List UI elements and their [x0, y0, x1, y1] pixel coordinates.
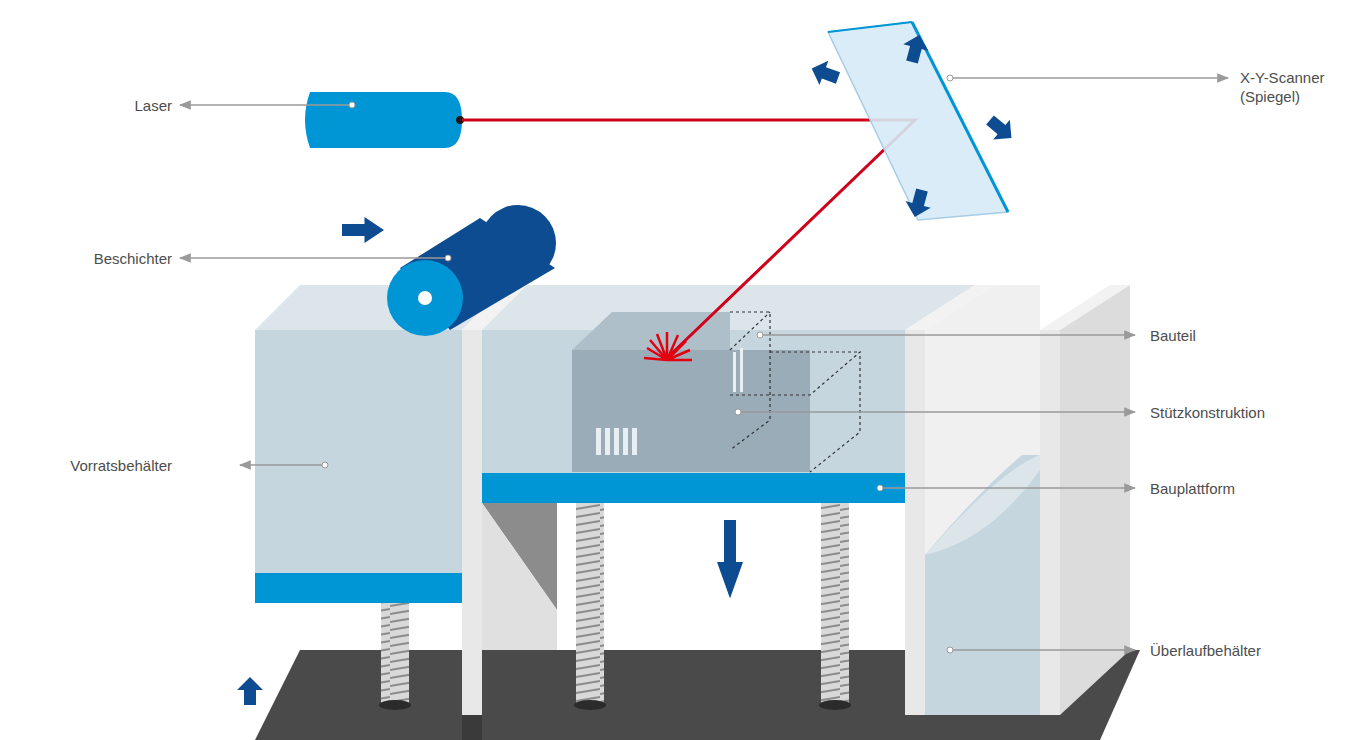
leader-dots: [322, 75, 953, 653]
outer-wall: [1040, 330, 1060, 715]
motion-arrow: [902, 187, 934, 221]
coater-roller: [387, 205, 556, 336]
scanner-mirror: [828, 22, 1008, 220]
part-label: X-Y-Scanner (Spiegel): [1240, 68, 1340, 106]
motion-arrow: [899, 32, 931, 66]
part-label: Bauplattform: [1150, 479, 1235, 498]
laser-source: [305, 92, 462, 148]
motion-arrow: [982, 110, 1020, 148]
part-label: Überlaufbehälter: [1150, 641, 1261, 660]
part-hidden-edges: [730, 312, 860, 472]
part-label: Stützkonstruktion: [1150, 403, 1265, 422]
screw-hole: [379, 700, 411, 710]
supply-screw: [381, 603, 409, 705]
overflow-wall: [905, 330, 925, 715]
build-screw: [821, 503, 849, 705]
leader-lines: [180, 78, 1228, 650]
motion-arrow: [717, 520, 743, 598]
overflow-powder: [925, 455, 1040, 715]
laser-spot: [644, 332, 692, 360]
build-platform: [482, 473, 905, 503]
mirror-edge: [828, 22, 912, 32]
overflow-powder-top: [925, 455, 1040, 555]
support-structure: [596, 348, 743, 455]
motion-arrow: [237, 677, 263, 705]
part-top: [572, 312, 730, 350]
supply-piston: [255, 573, 462, 603]
motion-arrow: [807, 56, 842, 90]
supply-powder: [255, 330, 462, 573]
divider-side: [482, 503, 557, 650]
part-label: Laser: [134, 96, 172, 115]
screw-hole: [819, 700, 851, 710]
motion-arrow: [342, 217, 384, 243]
part-label: Beschichter: [94, 249, 172, 268]
build-screw: [576, 503, 604, 705]
laser-beam: [462, 120, 915, 358]
part-label: Vorratsbehälter: [70, 456, 172, 475]
build-powder: [482, 330, 905, 473]
part-label: Bauteil: [1150, 326, 1196, 345]
screw-hole: [574, 700, 606, 710]
divider-wall: [462, 330, 482, 715]
part-block: [572, 350, 810, 472]
